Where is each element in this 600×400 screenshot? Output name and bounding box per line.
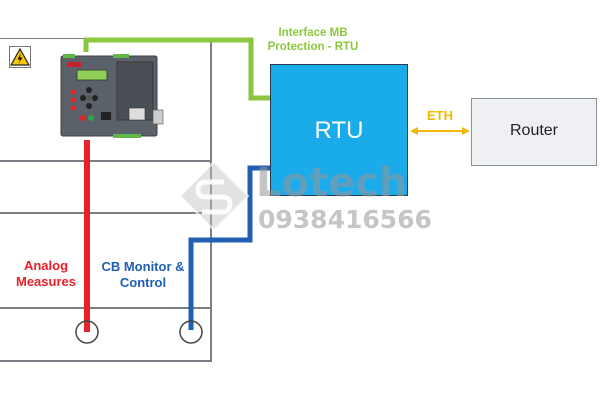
panel-divider-2: [0, 212, 212, 214]
analog-label-line-1: Analog: [23, 258, 69, 273]
router-label: Router: [509, 122, 559, 139]
interface-label-line-2: Protection - RTU: [267, 40, 359, 53]
cb-terminal: [179, 320, 203, 344]
watermark-phone: 0938416566: [258, 205, 432, 234]
rtu-label: RTU: [314, 117, 364, 144]
lotech-logo-icon: [178, 160, 250, 232]
eth-label: ETH: [427, 108, 453, 123]
analog-label-line-2: Measures: [16, 273, 76, 289]
analog-label: Analog Measures: [8, 258, 84, 289]
analog-terminal: [75, 320, 99, 344]
high-voltage-warning-icon: [9, 46, 31, 68]
router-box: Router: [471, 98, 597, 166]
cb-label: CB Monitor & Control: [96, 259, 190, 290]
watermark-brand: Lotech: [256, 160, 408, 206]
interface-label: Interface MB Protection - RTU: [258, 27, 368, 55]
panel-bottom-edge: [0, 360, 212, 362]
interface-wire: [83, 37, 270, 101]
protection-relay-device-icon: [57, 52, 165, 140]
rtu-box: RTU: [270, 64, 408, 196]
eth-arrow-left: [410, 127, 418, 135]
cb-wire: [188, 165, 270, 330]
eth-arrow-right: [462, 127, 470, 135]
panel-divider-3: [0, 307, 212, 309]
interface-label-line-1: Interface MB: [278, 27, 348, 39]
panel-divider-1: [0, 160, 212, 162]
cb-label-line-1: CB Monitor &: [101, 259, 185, 274]
cb-label-line-2: Control: [119, 274, 167, 290]
